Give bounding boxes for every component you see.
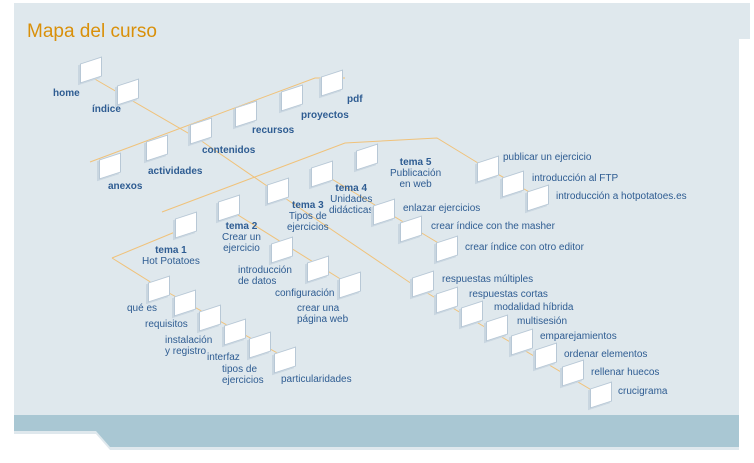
node-label: enlazar ejercicios (403, 203, 481, 214)
node-label-line: ejercicios (287, 222, 329, 233)
node-link-requisitos[interactable]: requisitos (145, 319, 188, 330)
node-label: recursos (252, 125, 295, 136)
node-label-line: introducción (238, 265, 292, 276)
node-label: crear índice con the masher (431, 221, 555, 232)
node-label: respuestas múltiples (442, 274, 534, 285)
node-label-line: de datos (238, 276, 277, 287)
node-link-contenidos[interactable]: contenidos (202, 145, 255, 156)
node-label: rellenar huecos (591, 367, 660, 378)
node-label: interfaz (207, 352, 240, 363)
node-label: actividades (148, 166, 203, 177)
node-label: configuración (275, 288, 335, 299)
node-link-multiples[interactable]: respuestas múltiples (442, 274, 533, 285)
node-label-line: didácticas (329, 205, 374, 216)
node-link-rellenar[interactable]: rellenar huecos (591, 367, 659, 378)
node-label-line: Tipos de (288, 211, 327, 222)
node-link-indice[interactable]: índice (92, 104, 121, 115)
node-label-line: Crear un (222, 232, 261, 243)
node-label: introducción a hotpotatoes.es (556, 191, 687, 202)
node-link-anexos[interactable]: anexos (108, 181, 142, 192)
node-label-line: y registro (165, 346, 207, 357)
node-label-line: tipos de (222, 364, 258, 375)
node-label: pdf (347, 94, 363, 105)
node-label: qué es (127, 303, 158, 314)
node-label-line: instalación (165, 335, 213, 346)
node-label: crear índice con otro editor (465, 242, 584, 253)
node-link-emparejamientos[interactable]: emparejamientos (540, 331, 617, 342)
node-label: contenidos (202, 145, 256, 156)
node-label: modalidad híbrida (494, 302, 574, 313)
node-label-line: ejercicio (223, 243, 260, 254)
node-link-recursos[interactable]: recursos (252, 125, 294, 136)
node-label-line: tema 3 (292, 200, 324, 211)
node-label: índice (92, 104, 121, 115)
node-label: ordenar elementos (564, 349, 648, 360)
node-label-line: ejercicios (222, 375, 264, 386)
node-link-otro_editor[interactable]: crear índice con otro editor (465, 242, 584, 253)
node-link-ftp[interactable]: introducción al FTP (532, 173, 618, 184)
node-label: anexos (108, 181, 143, 192)
node-link-hotpot[interactable]: introducción a hotpotatoes.es (556, 191, 687, 202)
node-label-line: tema 4 (335, 183, 368, 194)
node-link-masher[interactable]: crear índice con the masher (431, 221, 555, 232)
node-label-line: tema 1 (155, 245, 187, 256)
node-label: multisesión (517, 316, 568, 327)
node-link-proyectos[interactable]: proyectos (301, 110, 349, 121)
node-link-hibrida[interactable]: modalidad híbrida (494, 302, 574, 313)
node-link-publicar[interactable]: publicar un ejercicio (503, 152, 591, 163)
node-label-line: tema 5 (399, 157, 432, 168)
node-label: introducción al FTP (532, 173, 619, 184)
node-link-que_es[interactable]: qué es (127, 303, 157, 314)
node-label-line: Hot Potatoes (142, 256, 200, 267)
node-link-pdf[interactable]: pdf (347, 94, 363, 105)
node-link-enlazar[interactable]: enlazar ejercicios (403, 203, 480, 214)
node-label-line: en web (399, 179, 432, 190)
node-label-line: tema 2 (225, 221, 258, 232)
footer-band (14, 415, 739, 447)
page-title: Mapa del curso (27, 21, 157, 42)
node-label-line: Unidades (330, 194, 373, 205)
node-link-actividades[interactable]: actividades (148, 166, 202, 177)
node-label: proyectos (301, 110, 349, 121)
node-link-cortas[interactable]: respuestas cortas (469, 289, 548, 300)
node-label: particularidades (281, 374, 352, 385)
node-label: home (53, 88, 80, 99)
node-label-line: Publicación (390, 168, 442, 179)
node-link-configuracion[interactable]: configuración (275, 288, 334, 299)
node-link-ordenar[interactable]: ordenar elementos (564, 349, 647, 360)
node-label-line: crear una (297, 303, 340, 314)
node-link-crucigrama[interactable]: crucigrama (618, 386, 667, 397)
node-link-particularidades[interactable]: particularidades (281, 374, 352, 385)
node-link-multisesion[interactable]: multisesión (517, 316, 567, 327)
node-link-interfaz[interactable]: interfaz (207, 352, 240, 363)
course-map-panel (14, 3, 750, 450)
node-label-line: página web (297, 314, 349, 325)
node-link-home[interactable]: home (53, 88, 80, 99)
node-label: requisitos (145, 319, 188, 330)
node-label: respuestas cortas (469, 289, 548, 300)
node-label: emparejamientos (540, 331, 617, 342)
node-label: crucigrama (618, 386, 668, 397)
node-label: publicar un ejercicio (503, 152, 592, 163)
